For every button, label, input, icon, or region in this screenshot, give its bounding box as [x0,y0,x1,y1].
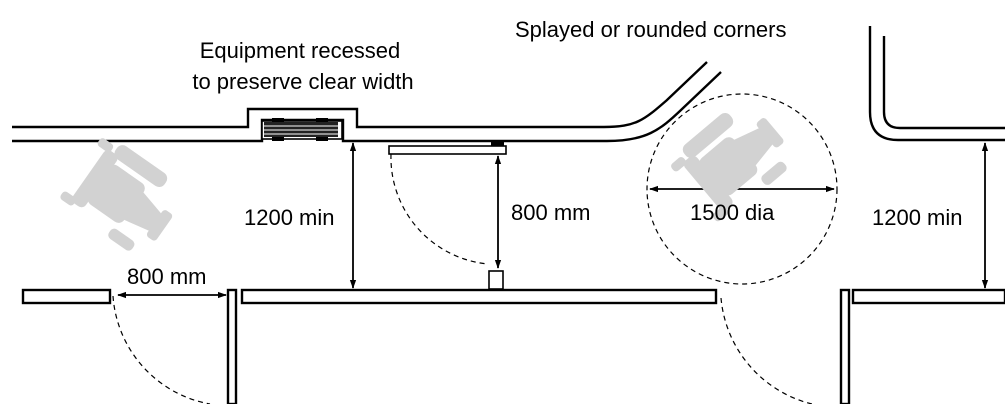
equipment-label-line2: to preserve clear width [192,69,413,94]
top-wall-outline [12,61,708,129]
bottom-wall-middle [240,288,718,305]
left-door-leaf [226,288,238,404]
equipment-label-line1: Equipment recessed [200,38,401,63]
door-swing-arc [390,153,489,265]
right-room-corner-inner [882,36,1005,130]
bottom-wall-left-stub [21,288,112,305]
door-width-label-bottom: 800 mm [127,264,206,289]
right-room-corner-outer [868,26,1005,142]
width-label-right: 1200 min [872,205,963,230]
door-width-label-top: 800 mm [511,200,590,225]
right-door-swing-arc [720,297,813,404]
recessed-equipment [261,118,343,141]
door-handle [491,142,504,146]
right-door-leaf [839,288,851,404]
wheelchair-icon [56,131,191,261]
left-door-swing-arc [112,295,211,404]
door-stop [488,270,504,290]
door-leaf-open [388,145,507,155]
turning-circle [646,93,838,285]
width-label-left: 1200 min [244,205,335,230]
bottom-wall-right [851,288,1005,305]
turning-circle-label: 1500 dia [690,200,775,225]
corners-label: Splayed or rounded corners [515,17,787,42]
top-wall-inner-outline [12,71,722,143]
